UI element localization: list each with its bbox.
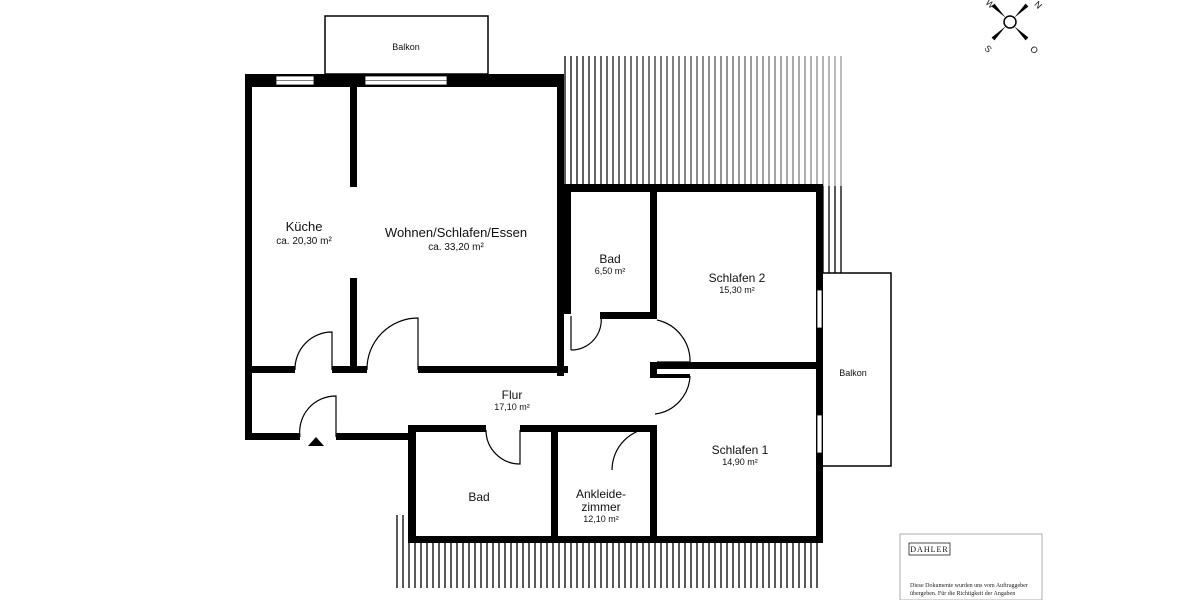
entrance-arrow-icon — [308, 437, 324, 446]
hatched-terrace-top — [560, 56, 846, 276]
info-card: DAHLER Diese Dokumente wurden uns vom Au… — [899, 533, 1043, 600]
room-kueche-area: ca. 20,30 m² — [276, 236, 332, 247]
balcony-top-label: Balkon — [392, 42, 420, 52]
room-schlafen1-area: 14,90 m² — [722, 457, 758, 467]
room-bad-top-area: 6,50 m² — [595, 266, 626, 276]
room-schlafen2-name: Schlafen 2 — [709, 271, 766, 285]
info-card-line2: übergeben. Für die Richtigkeit der Angab… — [910, 591, 1015, 597]
room-schlafen2-area: 15,30 m² — [719, 285, 755, 295]
room-flur-area: 17,10 m² — [494, 402, 530, 412]
balcony-top — [324, 15, 489, 75]
compass-icon — [991, 3, 1029, 41]
room-wohnen-name: Wohnen/Schlafen/Essen — [385, 225, 527, 240]
compass-s: S — [982, 43, 993, 54]
interior-fill-bottom — [410, 435, 820, 539]
doors — [294, 315, 691, 471]
room-schlafen1-name: Schlafen 1 — [712, 443, 769, 457]
info-card-line1: Diese Dokumente wurden uns vom Auftragge… — [910, 582, 1028, 589]
room-ankleide-name-2: zimmer — [581, 500, 620, 514]
room-bad-top-name: Bad — [599, 252, 620, 266]
compass-o: O — [1028, 44, 1040, 56]
room-ankleide-name-1: Ankleide- — [576, 487, 626, 501]
room-wohnen-area: ca. 33,20 m² — [428, 242, 484, 253]
balcony-right — [819, 272, 892, 467]
room-flur-name: Flur — [502, 388, 523, 402]
room-bad-bottom-name: Bad — [468, 490, 489, 504]
windows — [275, 75, 823, 454]
info-card-brand: DAHLER — [910, 545, 948, 554]
room-kueche-name: Küche — [286, 219, 323, 234]
room-ankleide-area: 12,10 m² — [583, 514, 619, 524]
walls — [245, 74, 823, 543]
balcony-right-label: Balkon — [839, 368, 867, 378]
compass-n: N — [1032, 0, 1044, 11]
interior-fill-right — [565, 186, 820, 366]
compass-w: W — [984, 0, 997, 11]
